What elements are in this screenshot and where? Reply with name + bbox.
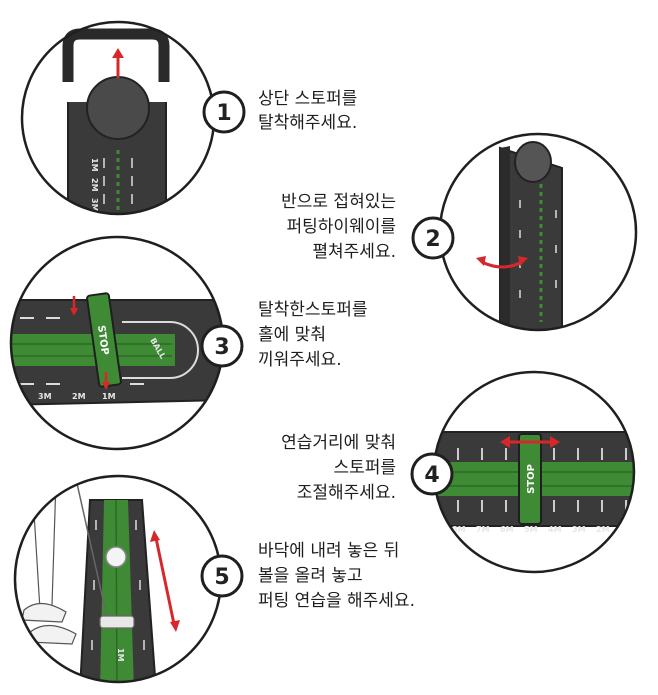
step3-dist-2m: 2M	[72, 392, 86, 401]
step3-illustration: STOP BALL 3M 2M 1M	[9, 235, 225, 451]
step5-line2: 볼을 올려 놓고	[258, 566, 363, 586]
step4-dist-2m: 2M	[596, 525, 610, 534]
step3-stop-label: STOP	[95, 325, 110, 356]
step5-line1: 바닥에 내려 놓은 뒤	[258, 541, 399, 561]
step1-illustration: 1M 2M 3M	[20, 20, 216, 216]
step1-line1: 상단 스토퍼를	[258, 89, 357, 109]
step4-dist-8m: 8M	[452, 525, 466, 534]
step5-illustration: 1M	[13, 474, 223, 684]
step3-dist-1m: 1M	[102, 392, 116, 401]
step4-dist-4m: 4M	[548, 525, 562, 534]
step2-illustration	[438, 132, 638, 332]
step1-dist-3: 3M	[90, 198, 99, 212]
step1-number: 1	[216, 101, 231, 126]
step4-line3: 조절해주세요.	[297, 483, 396, 503]
top-stopper	[62, 28, 170, 82]
step4-stop-label: STOP	[526, 464, 537, 494]
step2-line1: 반으로 접혀있는	[281, 192, 396, 212]
step1-dist-2: 2M	[90, 178, 99, 192]
step4-dist-3m: 3M	[572, 525, 586, 534]
golf-ball	[105, 546, 127, 568]
step4-line1: 연습거리에 맞춰	[281, 433, 396, 453]
step2-line3: 펼쳐주세요.	[312, 242, 396, 262]
step5-badge: 5	[200, 554, 244, 598]
step3-line3: 끼워주세요.	[258, 350, 342, 370]
step5-line3: 퍼팅 연습을 해주세요.	[258, 591, 415, 611]
stopper-slider: STOP	[518, 433, 542, 525]
step2-number: 2	[425, 227, 440, 252]
step4-dist-7m: 7M	[476, 525, 490, 534]
step4-illustration: STOP 8M 7M 6M 5M 4M 3M 2M	[432, 370, 636, 574]
step1-line2: 탈착해주세요.	[258, 113, 357, 133]
putter	[73, 476, 109, 623]
step4-number: 4	[424, 463, 439, 488]
stopper-piece: STOP	[86, 292, 122, 388]
step4-badge: 4	[410, 452, 454, 496]
step3-line2: 홀에 맞춰	[258, 325, 326, 345]
step1-badge: 1	[202, 90, 246, 134]
step3-line1: 탈착한스토퍼를	[258, 300, 367, 320]
step3-badge: 3	[200, 324, 244, 368]
step4-dist-5m: 5M	[524, 525, 538, 534]
step5-number: 5	[214, 565, 229, 590]
step2-badge: 2	[411, 216, 455, 260]
step2-line2: 퍼팅하이웨이를	[287, 217, 396, 237]
step1-dist-1: 1M	[90, 158, 99, 172]
unfold-arrow	[481, 260, 523, 269]
step3-number: 3	[214, 335, 229, 360]
step4-line2: 스토퍼를	[333, 458, 396, 478]
length-arrow	[154, 537, 176, 625]
step3-dist-3m: 3M	[38, 392, 52, 401]
step4-dist-6m: 6M	[500, 525, 514, 534]
step5-dist-1: 1M	[116, 648, 125, 662]
